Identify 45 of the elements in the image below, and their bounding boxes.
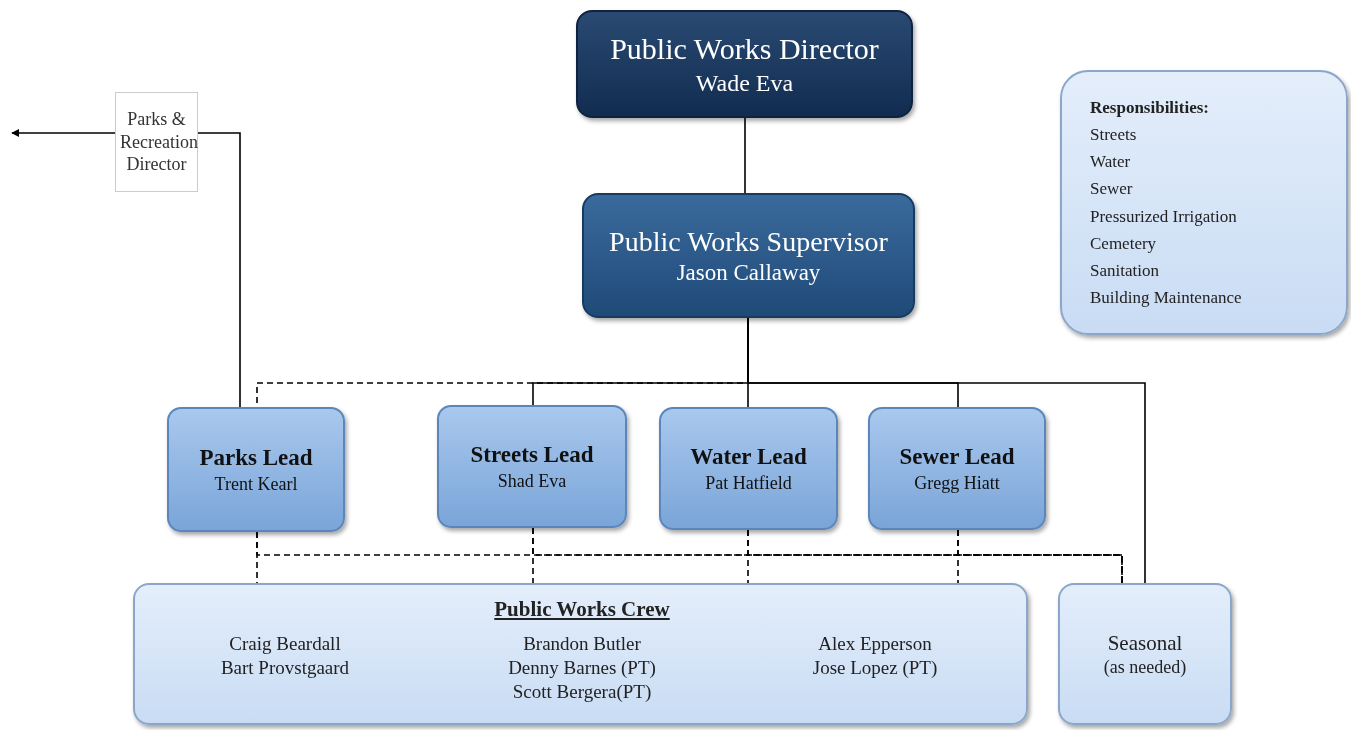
lead-box <box>167 407 345 532</box>
person-name: (as needed) <box>1102 655 1188 679</box>
role-title: Public Works Supervisor <box>608 224 889 259</box>
lead-box <box>659 407 838 530</box>
director-box <box>576 10 913 118</box>
list-item: Pressurized Irrigation <box>1090 205 1237 228</box>
role-title: Parks & Recreation Director <box>119 108 199 176</box>
list-item: Building Maintenance <box>1090 287 1242 310</box>
role-title: Seasonal <box>1106 629 1184 656</box>
list-item: Streets <box>1090 123 1137 146</box>
director-box <box>115 92 198 192</box>
person-name: Shad Eva <box>496 469 568 493</box>
crew-box <box>133 583 1028 725</box>
person-name: Jason Callaway <box>675 258 822 287</box>
name-text: Scott Bergera(PT) <box>512 681 652 703</box>
responsibilities-box <box>1060 70 1348 335</box>
role-title: Public Works Director <box>609 31 880 68</box>
group-heading: Public Works Crew <box>494 597 670 622</box>
seasonal-box <box>1058 583 1232 725</box>
role-title: Sewer Lead <box>898 442 1016 471</box>
list-item: Sanitation <box>1090 259 1159 282</box>
role-title: Parks Lead <box>198 443 314 472</box>
role-title: Water Lead <box>689 442 808 471</box>
name-text: Jose Lopez (PT) <box>812 657 938 679</box>
list-heading: Responsibilities: <box>1090 96 1210 119</box>
person-name: Gregg Hiatt <box>913 471 1001 495</box>
arrow <box>11 129 116 137</box>
list-item: Sewer <box>1090 178 1133 201</box>
name-text: Brandon Butler <box>523 633 641 655</box>
person-name: Trent Kearl <box>213 472 299 496</box>
connector-line <box>744 117 746 194</box>
lead-box <box>437 405 627 528</box>
connector-line <box>532 527 1123 584</box>
name-text: Craig Beardall <box>229 633 341 655</box>
lead-box <box>868 407 1046 530</box>
name-text: Denny Barnes (PT) <box>508 657 656 679</box>
person-name: Wade Eva <box>694 68 795 98</box>
role-title: Streets Lead <box>469 440 595 469</box>
connector-line <box>197 132 241 408</box>
list-item: Cemetery <box>1090 232 1157 255</box>
list-item: Water <box>1090 151 1131 174</box>
name-text: Bart Provstgaard <box>220 657 350 679</box>
supervisor-box <box>582 193 915 318</box>
person-name: Pat Hatfield <box>704 471 793 495</box>
name-text: Alex Epperson <box>818 633 932 655</box>
